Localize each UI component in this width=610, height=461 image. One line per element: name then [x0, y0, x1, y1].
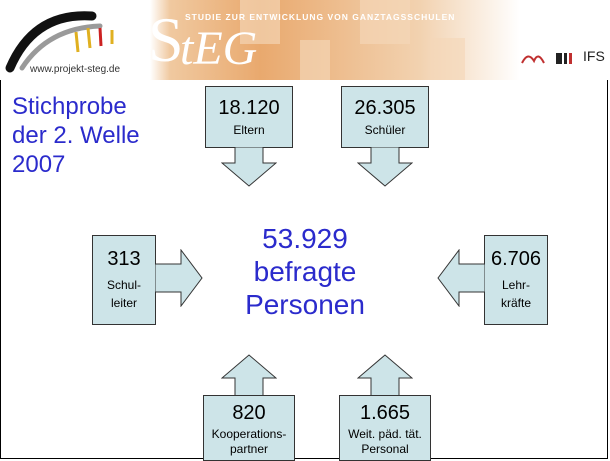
schulleiter-label-line2: leiter [110, 296, 137, 310]
steg-arch-logo-icon [5, 11, 114, 73]
total-respondents: 53.929 befragte Personen [225, 222, 385, 321]
partner-ifs: IFS [583, 48, 605, 64]
box-eltern: 18.120 Eltern [205, 86, 293, 148]
arrow-down-icon [357, 147, 413, 187]
kooperation-label-line2: partner [229, 442, 269, 456]
schueler-count: 26.305 [354, 97, 416, 119]
arrow-right-icon [155, 249, 203, 307]
banner-tile [240, 0, 280, 44]
box-weiteres-personal: 1.665 Weit. päd. tät. Personal [339, 395, 431, 461]
kooperation-count: 820 [232, 402, 266, 424]
personal-label-line2: Personal [361, 442, 409, 456]
arrow-up-icon [357, 354, 413, 396]
brand-initial: S [148, 4, 184, 75]
title-line: Stichprobe [12, 93, 127, 120]
title-line: 2007 [12, 151, 66, 178]
arrow-left-icon [437, 249, 485, 307]
schueler-label: Schüler [364, 123, 406, 137]
banner-tile [300, 40, 330, 80]
lehrkraefte-count: 6.706 [490, 248, 542, 270]
dipf-dji-logo-icon [521, 53, 572, 64]
brand-subtitle: STUDIE ZUR ENTWICKLUNG VON GANZTAGSSCHUL… [185, 12, 456, 22]
eltern-count: 18.120 [218, 97, 280, 119]
title-line: der 2. Welle [12, 122, 140, 149]
lehrkraefte-label-line1: Lehr- [501, 278, 530, 292]
header-banner: www.projekt-steg.de S tEG STUDIE ZUR ENT… [0, 0, 610, 80]
box-schulleiter: 313 Schul- leiter [92, 235, 156, 325]
banner-tile [360, 0, 410, 44]
slide-title: Stichprobe der 2. Welle 2007 [12, 92, 140, 179]
eltern-label: Eltern [233, 123, 265, 137]
total-label-line2: befragte [253, 256, 357, 287]
box-schueler: 26.305 Schüler [341, 86, 429, 148]
box-kooperationspartner: 820 Kooperations- partner [203, 395, 295, 461]
lehrkraefte-label-line2: kräfte [500, 296, 531, 310]
arrow-down-icon [221, 147, 277, 187]
kooperation-label-line1: Kooperations- [211, 427, 287, 441]
total-count: 53.929 [262, 223, 348, 254]
total-label-line3: Personen [245, 289, 365, 320]
personal-count: 1.665 [359, 402, 411, 424]
schulleiter-count: 313 [107, 248, 141, 270]
box-lehrkraefte: 6.706 Lehr- kräfte [484, 235, 548, 325]
banner-tile [430, 38, 465, 80]
arrow-up-icon [221, 354, 277, 396]
brand-name: tEG [180, 22, 258, 75]
schulleiter-label-line1: Schul- [106, 278, 141, 292]
website-url: www.projekt-steg.de [30, 64, 121, 75]
personal-label-line1: Weit. päd. tät. [348, 427, 422, 441]
